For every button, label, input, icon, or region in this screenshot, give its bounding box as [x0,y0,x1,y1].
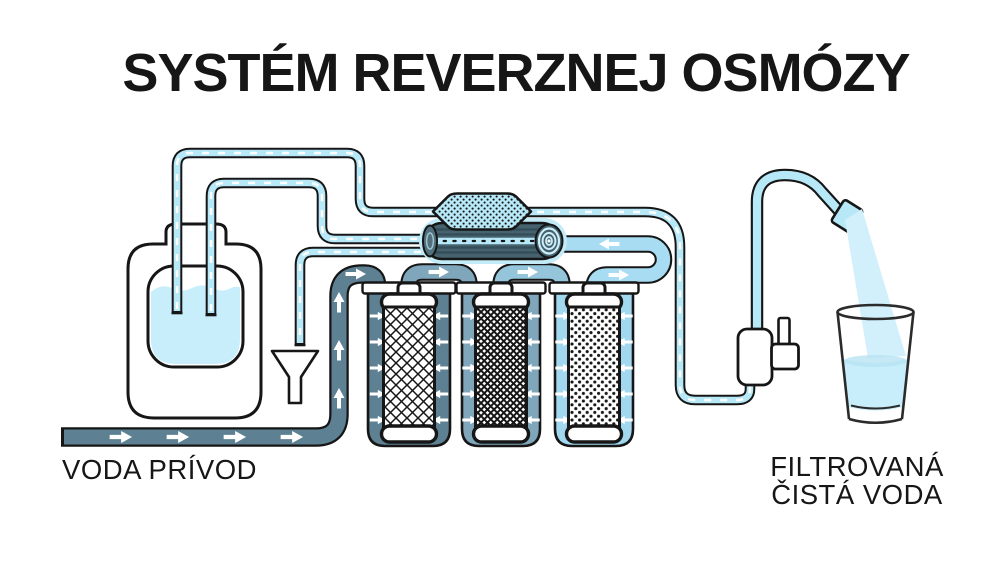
membrane-left-cap [422,224,438,258]
pipe-filter3-to-membrane [560,235,673,294]
faucet-base [736,327,774,387]
glass-of-water [836,209,915,425]
carbon-block-filter [548,281,640,448]
faucet-gooseneck-fill [752,170,845,333]
faucet-handle [770,316,800,371]
pressure-tank [126,222,263,420]
cartridge-2-media [474,305,528,431]
sediment-filter [361,281,457,448]
page-title: SYSTÉM REVERZNEJ OSMÓZY [122,43,910,103]
granular-carbon-filter [455,281,547,448]
cartridge-1-cap-bottom [379,424,439,444]
label-water-inlet: VODA PRÍVOD [62,454,257,485]
membrane-left-cap-ring [425,232,435,250]
capsule-dots [433,193,531,230]
water-supply-pipe [61,264,387,447]
cartridge-2-cap-bottom [471,424,531,444]
cartridge-1-media [382,305,436,431]
water-stream [845,209,906,358]
drain-funnel [270,349,320,405]
cartridge-3-cap-bottom [564,424,624,444]
drain-line [294,246,437,347]
glass-water [843,359,908,411]
faucet [736,168,864,387]
label-filtered-water-line1: FILTROVANÁ [770,451,944,482]
membrane-rolled-end [534,223,564,259]
glass-outline [836,303,915,425]
membrane-to-tank-line [205,177,437,317]
cartridge-3-media [567,305,621,431]
glass-water-surface [844,355,907,367]
label-filtered-water-line2: ČISTÁ VODA [771,479,943,510]
tank-water [151,285,240,364]
inline-post-carbon-filter [431,192,533,231]
